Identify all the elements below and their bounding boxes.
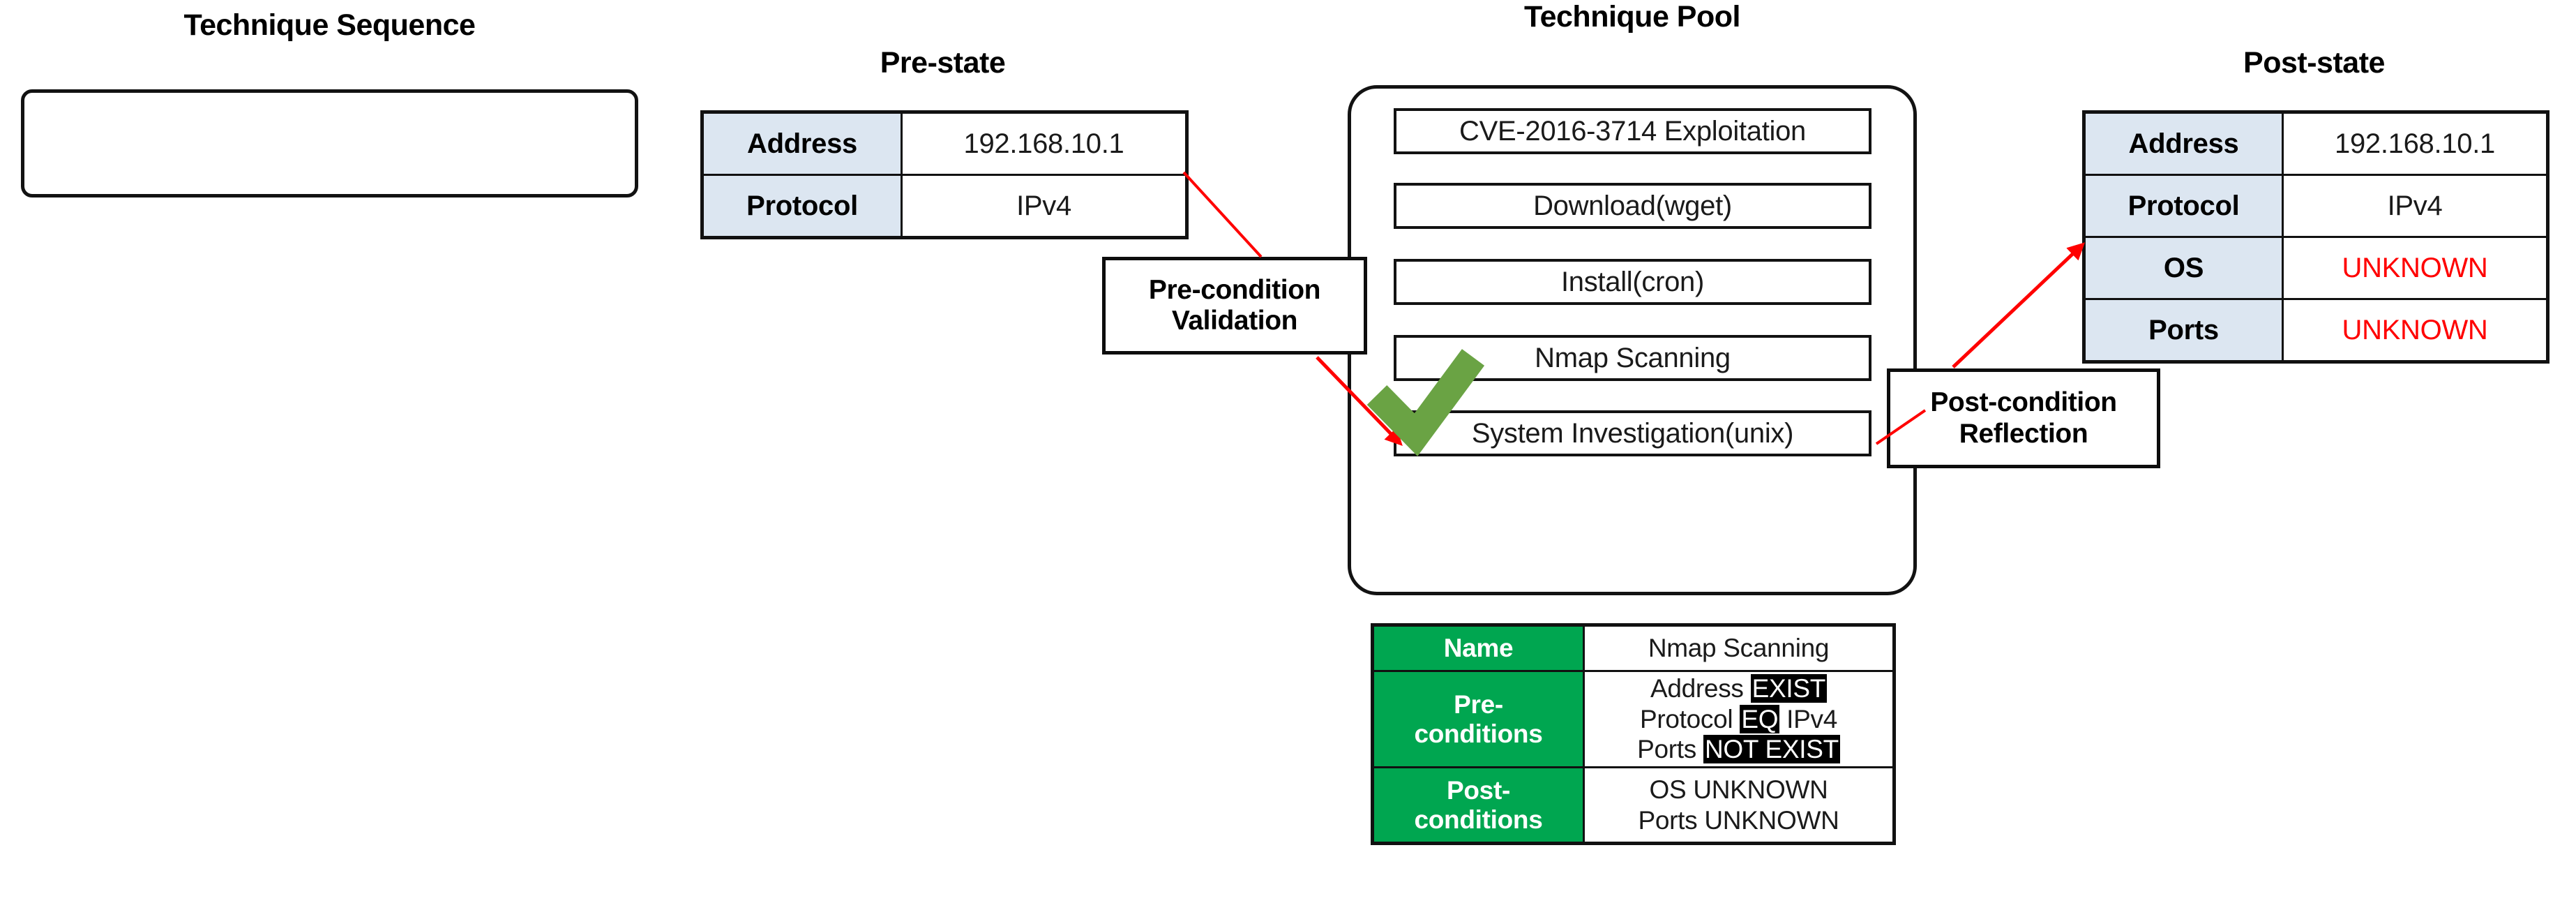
technique-detail-key-line: Post-: [1446, 776, 1510, 805]
post-state-value-protocol: IPv4: [2282, 174, 2549, 238]
technique-detail-key: Post-conditions: [1371, 766, 1585, 844]
technique-sequence-title: Technique Sequence: [183, 8, 476, 42]
technique-item[interactable]: Nmap Scanning: [1394, 335, 1871, 381]
technique-sequence-container[interactable]: [21, 89, 638, 197]
pre-condition-validation-callout[interactable]: Pre-condition Validation: [1102, 257, 1367, 355]
condition-operator: NOT EXIST: [1703, 735, 1840, 764]
condition-operator: EQ: [1740, 704, 1780, 733]
post-state-value-ports: UNKNOWN: [2282, 298, 2549, 363]
pre-state-title: Pre-state: [880, 46, 1006, 80]
technique-item[interactable]: Download(wget): [1394, 183, 1871, 229]
technique-detail-key-line: Pre-: [1454, 690, 1503, 719]
condition-text: OS UNKNOWN: [1649, 775, 1828, 804]
technique-detail-row: Pre-conditions Address EXIST Protocol EQ I…: [1371, 670, 1895, 768]
pre-state-value-address: 192.168.10.1: [901, 111, 1188, 176]
pre-condition-validation-line1: Pre-condition: [1148, 274, 1321, 305]
pre-condition-validation-line2: Validation: [1171, 306, 1298, 336]
condition-text: Nmap Scanning: [1648, 634, 1830, 663]
technique-detail-row: Name Nmap Scanning: [1371, 624, 1895, 672]
post-condition-reflection-line1: Post-condition: [1930, 387, 2117, 418]
technique-detail-key: Name: [1371, 624, 1585, 672]
post-condition-reflection-line2: Reflection: [1959, 418, 2088, 449]
post-state-key-address: Address: [2083, 111, 2284, 176]
post-condition-reflection-callout[interactable]: Post-condition Reflection: [1887, 368, 2160, 468]
arrow-pre-state-to-validation: [1182, 171, 1263, 258]
technique-detail-key-line: conditions: [1414, 805, 1543, 834]
condition-text: Ports: [1637, 735, 1703, 764]
pre-state-value-protocol: IPv4: [901, 174, 1188, 239]
technique-detail-key: Pre-conditions: [1371, 670, 1585, 768]
pre-state-key-address: Address: [701, 111, 903, 176]
post-state-key-ports: Ports: [2083, 298, 2284, 363]
condition-text: Ports UNKNOWN: [1638, 805, 1839, 835]
condition-text: Address: [1650, 674, 1751, 703]
arrow-reflection-to-post-state: [1952, 242, 2086, 368]
post-state-value-address: 192.168.10.1: [2282, 111, 2549, 176]
post-state-key-protocol: Protocol: [2083, 174, 2284, 238]
condition-operator: EXIST: [1750, 674, 1828, 703]
technique-item[interactable]: Install(cron): [1394, 259, 1871, 305]
technique-item[interactable]: System Investigation(unix): [1394, 410, 1871, 456]
post-state-value-os: UNKNOWN: [2282, 236, 2549, 300]
technique-detail-key-line: conditions: [1414, 719, 1543, 748]
technique-detail-value: Nmap Scanning: [1583, 624, 1895, 672]
condition-text: IPv4: [1779, 704, 1837, 733]
pre-state-key-protocol: Protocol: [701, 174, 903, 239]
post-state-key-os: OS: [2083, 236, 2284, 300]
technique-item[interactable]: CVE-2016-3714 Exploitation: [1394, 108, 1871, 154]
condition-text: Protocol: [1639, 704, 1740, 733]
technique-pool-title: Technique Pool: [1524, 0, 1740, 33]
post-state-title: Post-state: [2243, 46, 2385, 80]
